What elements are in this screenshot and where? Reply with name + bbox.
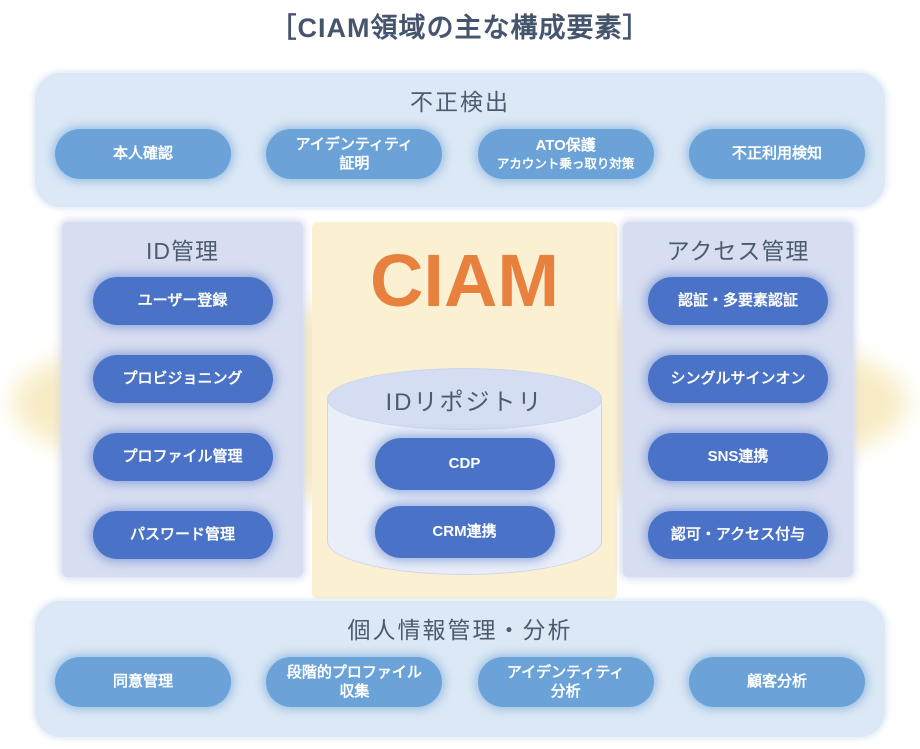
pill-identity-verification: 本人確認 <box>55 129 231 179</box>
ciam-wordmark: CIAM <box>369 239 560 322</box>
pill-label: SNS連携 <box>707 448 769 466</box>
pill-label-line2: 収集 <box>339 683 370 700</box>
pill-profile-management: プロファイル管理 <box>92 433 273 481</box>
pill-label-line2: 分析 <box>550 683 581 700</box>
cylinder-top-ellipse: IDリポジトリ <box>327 368 602 430</box>
id-section-header: ID管理 <box>146 238 219 264</box>
privacy-section-header: 個人情報管理・分析 <box>347 617 573 643</box>
pill-label: ユーザー登録 <box>137 292 228 310</box>
pill-label: プロファイル管理 <box>122 448 243 466</box>
id-repository-cylinder: IDリポジトリ CDP CRM連携 <box>327 368 602 575</box>
pill-label: プロビジョニング <box>122 370 243 388</box>
pill-label: CDP <box>448 455 481 473</box>
pill-password-management: パスワード管理 <box>92 511 273 559</box>
pill-label-line2: アカウント乗っ取り対策 <box>496 156 635 171</box>
pill-sns-federation: SNS連携 <box>648 433 828 481</box>
pill-label: アイデンティティ <box>295 135 414 153</box>
fraud-section-header: 不正検出 <box>410 89 510 115</box>
ciam-core-area: CIAM IDリポジトリ CDP CRM連携 <box>312 222 617 599</box>
access-section-pills: 認証・多要素認証 シングルサインオン SNS連携 認可・アクセス付与 <box>623 277 853 559</box>
pill-single-sign-on: シングルサインオン <box>648 355 828 403</box>
pill-fraud-usage-detection: 不正利用検知 <box>688 129 865 179</box>
pill-authentication-mfa: 認証・多要素認証 <box>648 277 828 325</box>
repository-title: IDリポジトリ <box>385 388 544 416</box>
pill-progressive-profiling: 段階的プロファイル 収集 <box>266 657 443 707</box>
pill-label-line2: 証明 <box>339 155 370 172</box>
access-management-section: アクセス管理 認証・多要素認証 シングルサインオン SNS連携 認可・アクセス付… <box>623 222 853 577</box>
pill-label: シングルサインオン <box>670 370 806 388</box>
pill-label: CRM連携 <box>432 523 497 541</box>
pill-cdp: CDP <box>374 438 555 490</box>
pill-label: アイデンティティ <box>506 663 625 681</box>
access-section-header: アクセス管理 <box>666 238 810 264</box>
id-management-section: ID管理 ユーザー登録 プロビジョニング プロファイル管理 パスワード管理 <box>62 222 303 577</box>
pill-crm-integration: CRM連携 <box>374 506 555 558</box>
pill-identity-proofing: アイデンティティ 証明 <box>266 129 443 179</box>
pill-label: 同意管理 <box>112 673 173 691</box>
pill-label: 認可・アクセス付与 <box>670 526 806 544</box>
pill-label: 不正利用検知 <box>731 145 822 163</box>
fraud-section-pills: 本人確認 アイデンティティ 証明 ATO保護 アカウント乗っ取り対策 不正利用検… <box>55 121 865 187</box>
pill-identity-analytics: アイデンティティ 分析 <box>477 657 654 707</box>
id-section-pills: ユーザー登録 プロビジョニング プロファイル管理 パスワード管理 <box>62 277 303 559</box>
pill-customer-analytics: 顧客分析 <box>688 657 865 707</box>
pill-ato-protection: ATO保護 アカウント乗っ取り対策 <box>477 129 654 179</box>
privacy-analytics-section: 個人情報管理・分析 同意管理 段階的プロファイル 収集 アイデンティティ 分析 … <box>35 601 885 737</box>
repository-pills: CDP CRM連携 <box>327 438 602 558</box>
privacy-section-pills: 同意管理 段階的プロファイル 収集 アイデンティティ 分析 顧客分析 <box>55 649 865 715</box>
fraud-detection-section: 不正検出 本人確認 アイデンティティ 証明 ATO保護 アカウント乗っ取り対策 … <box>35 73 885 207</box>
pill-user-registration: ユーザー登録 <box>92 277 273 325</box>
pill-consent-management: 同意管理 <box>55 657 231 707</box>
pill-label: 本人確認 <box>112 145 173 163</box>
pill-provisioning: プロビジョニング <box>92 355 273 403</box>
pill-label: ATO保護 <box>535 137 596 155</box>
pill-label: 段階的プロファイル <box>286 663 422 681</box>
diagram-title: ［CIAM領域の主な構成要素］ <box>269 13 651 43</box>
pill-label: 顧客分析 <box>746 673 807 691</box>
pill-authorization-access-grant: 認可・アクセス付与 <box>648 511 828 559</box>
pill-label: 認証・多要素認証 <box>677 292 798 310</box>
pill-label: パスワード管理 <box>129 526 235 544</box>
